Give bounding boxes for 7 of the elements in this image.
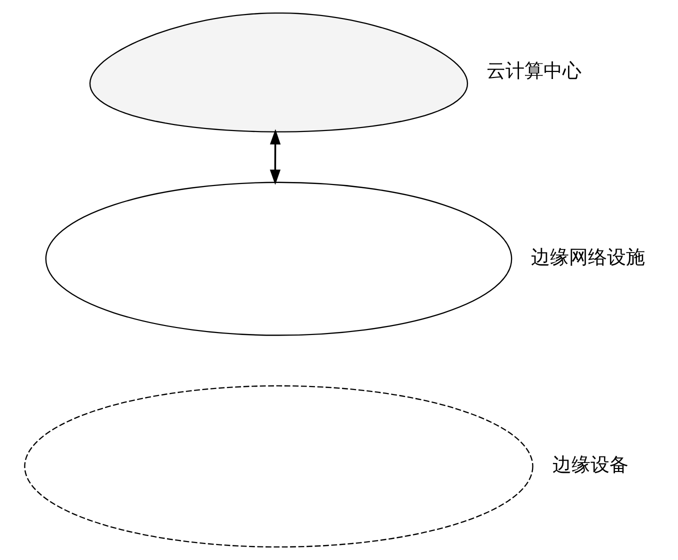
node-label: 边缘设备: [552, 454, 628, 476]
node-ellipse: [24, 385, 534, 548]
node-ellipse: [45, 182, 512, 336]
node-label: 边缘网络设施: [531, 247, 646, 268]
node-cloud: [89, 12, 468, 132]
arrow: [270, 129, 281, 185]
node-label: 云计算中心: [486, 60, 582, 82]
